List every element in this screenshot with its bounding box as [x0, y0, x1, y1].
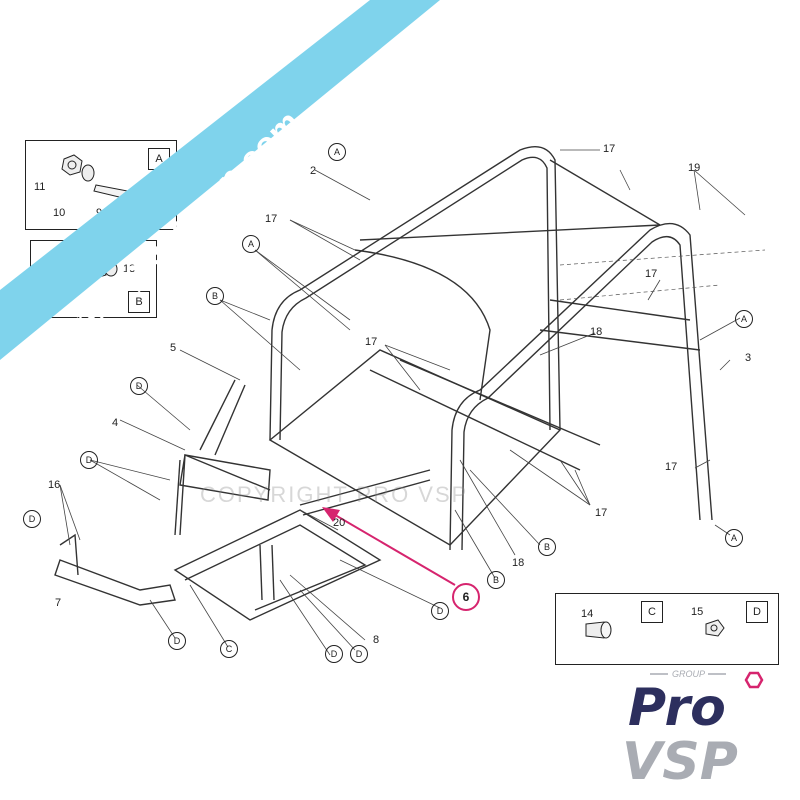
- callout-d: D: [130, 377, 148, 395]
- callout-part-6: 6: [452, 583, 480, 611]
- inset-part-14: 14: [581, 608, 594, 620]
- callout-a: A: [735, 310, 753, 328]
- inset-part-9: 9: [96, 207, 103, 219]
- logo-hexagon-icon: [744, 671, 764, 689]
- inset-letter-c: C: [641, 601, 663, 623]
- part-label-4: 4: [112, 417, 119, 429]
- callout-a: A: [242, 235, 260, 253]
- part-label-2: 2: [310, 165, 317, 177]
- part-label-17-c: 17: [645, 268, 658, 280]
- callout-d: D: [23, 510, 41, 528]
- part-label-17-d: 17: [365, 336, 378, 348]
- provsp-logo: GROUP Pro VSP: [622, 669, 764, 785]
- logo-pro-text: Pro: [628, 678, 726, 738]
- callout-a: A: [725, 529, 743, 547]
- fastener-drawings: [585, 619, 725, 639]
- callout-d: D: [168, 632, 186, 650]
- logo-vsp-text: VSP: [622, 732, 738, 785]
- callout-b: B: [487, 571, 505, 589]
- callout-c: C: [220, 640, 238, 658]
- callout-d: D: [325, 645, 343, 663]
- inset-letter-d: D: [746, 601, 768, 623]
- callout-b: B: [206, 287, 224, 305]
- bolt-kit-b: [38, 261, 118, 296]
- part-label-20: 20: [333, 517, 346, 529]
- callout-d: D: [350, 645, 368, 663]
- inset-fasteners-cd: C D 14 15: [555, 593, 779, 665]
- part-label-7: 7: [55, 597, 62, 609]
- part-label-18-a: 18: [590, 326, 603, 338]
- callout-d: D: [431, 602, 449, 620]
- logo-group-text: GROUP: [672, 669, 705, 679]
- part-label-5: 5: [170, 342, 177, 354]
- part-label-16: 16: [48, 479, 61, 491]
- callout-d: D: [80, 451, 98, 469]
- callout-b: B: [538, 538, 556, 556]
- part-label-17-a: 17: [265, 213, 278, 225]
- callout-a: A: [328, 143, 346, 161]
- copyright-watermark: COPYRIGHT PRO VSP: [200, 482, 469, 507]
- highlight-arrow-6: [322, 507, 456, 586]
- part-label-3: 3: [745, 352, 752, 364]
- inset-part-15: 15: [691, 606, 704, 618]
- part-label-17-e: 17: [665, 461, 678, 473]
- inset-bolt-b: B 12 13: [30, 240, 157, 318]
- part-label-17-b: 17: [603, 143, 616, 155]
- inset-part-10: 10: [53, 207, 66, 219]
- inset-bolt-a: A 11 10 9: [25, 140, 177, 230]
- inset-part-11: 11: [34, 181, 46, 193]
- part-label-17-f: 17: [595, 507, 608, 519]
- part-label-18-b: 18: [512, 557, 525, 569]
- part-label-8: 8: [373, 634, 380, 646]
- part-label-19: 19: [688, 162, 701, 174]
- inset-part-13: 13: [123, 263, 136, 275]
- inset-part-12: 12: [51, 251, 64, 263]
